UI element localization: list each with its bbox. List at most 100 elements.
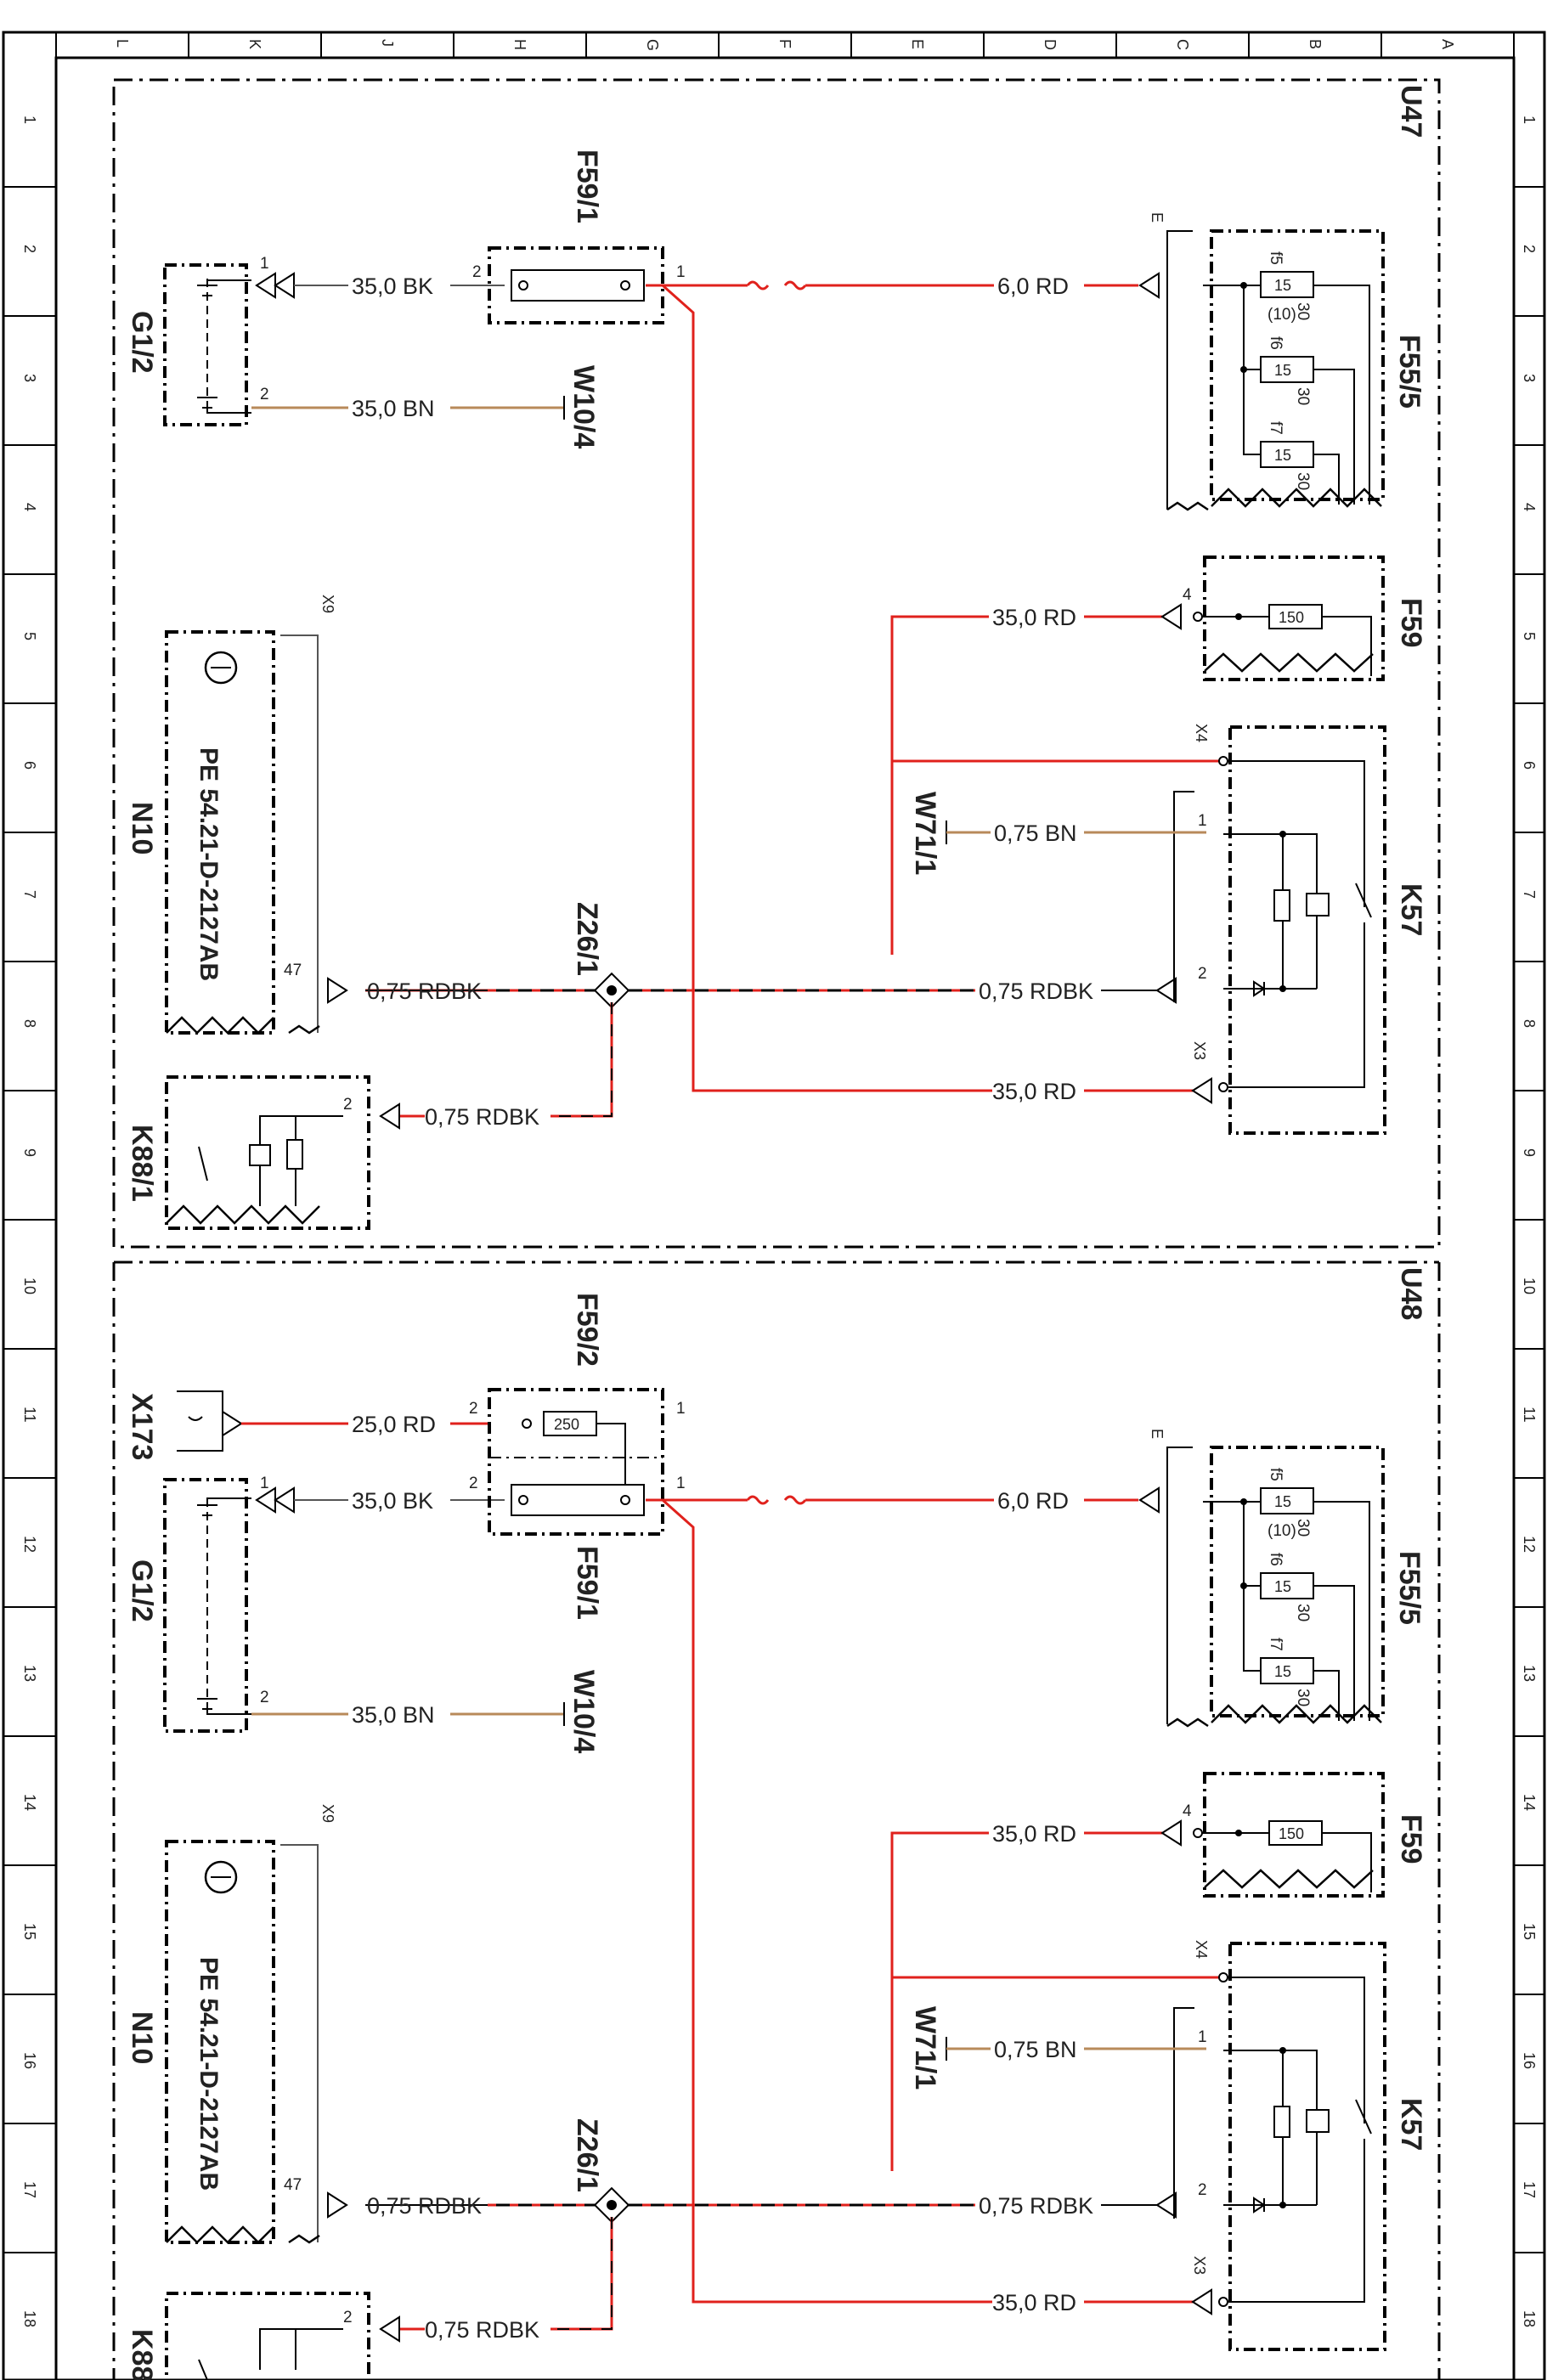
ruler-number: 1 [21, 116, 38, 124]
ruler-letter: L [114, 39, 131, 48]
wire-bat-pos: 35,0 BK [255, 1486, 505, 1514]
section-boundary [112, 78, 1441, 1249]
relay-k57: X4 X3 1 2 [1173, 1940, 1386, 2351]
wire-relay-gnd: 0,75 BN [946, 2037, 1206, 2062]
ruler-letter: D [1042, 39, 1059, 50]
ruler-number: 8 [1521, 1019, 1538, 1028]
wire-bat-neg: 35,0 BN [251, 396, 565, 421]
wire-fuse-out: 6,0 RD [646, 1486, 1160, 1514]
wire-label: 6,0 RD [997, 1488, 1069, 1514]
svg-text:X3: X3 [1191, 2256, 1208, 2275]
wire-rdbk-k88: 0,75 RDBK [379, 2315, 539, 2343]
ruler-number: 6 [21, 761, 38, 770]
component-label-fuse-main: F59/1 [571, 149, 603, 223]
svg-text:1: 1 [260, 255, 269, 273]
ruler-number: 15 [21, 1923, 38, 1940]
ruler-number: 6 [1521, 761, 1538, 770]
wire-label: 0,75 RDBK [979, 979, 1093, 1004]
ruler-number: 3 [1521, 374, 1538, 382]
wire-feed [662, 284, 992, 1092]
pe-note: PE 54.21-D-2127AB [195, 1957, 223, 2191]
ruler-number: 4 [21, 503, 38, 511]
svg-text:15: 15 [1274, 1493, 1291, 1510]
svg-text:47: 47 [284, 2176, 302, 2194]
ruler-number: 2 [21, 245, 38, 253]
ruler-number: 18 [1521, 2310, 1538, 2327]
sheet-frame [2, 31, 1546, 2380]
wire-label: 0,75 RDBK [367, 2193, 482, 2219]
ruler-number: 11 [21, 1407, 38, 1423]
svg-text:250: 250 [554, 1416, 579, 1433]
battery-symbol [197, 279, 251, 414]
ruler-letter: H [511, 39, 528, 50]
component-label-battery: G1/2 [126, 1559, 158, 1622]
connector-x173: 25,0 RD [177, 1390, 488, 1452]
svg-text:(10): (10) [1268, 306, 1296, 324]
svg-text:X3: X3 [1191, 1041, 1208, 1060]
ruler-number: 13 [21, 1665, 38, 1682]
svg-text:1: 1 [676, 1475, 686, 1492]
component-label-battery: G1/2 [126, 311, 158, 374]
ruler-number: 4 [1521, 503, 1538, 511]
wire-label: 0,75 RDBK [979, 2193, 1093, 2219]
ruler-number: 10 [1521, 1277, 1538, 1294]
svg-text:f7: f7 [1267, 1638, 1284, 1651]
component-label-control-unit: N10 [126, 802, 158, 854]
wire-bat-pos: 35,0 BK [255, 272, 505, 299]
ruler-number: 7 [21, 890, 38, 899]
pe-note: PE 54.21-D-2127AB [195, 747, 223, 981]
ruler-number: 9 [1521, 1148, 1538, 1157]
wire-label: 0,75 RDBK [425, 1104, 539, 1130]
ruler-number: 14 [1521, 1794, 1538, 1811]
ruler-letter: J [379, 39, 396, 47]
component-label-fuse-block: F55/5 [1393, 335, 1426, 409]
wire-f59-out: 35,0 RD [890, 603, 1223, 955]
svg-text:30: 30 [1294, 1689, 1312, 1706]
fuse-150: 150 4 [1183, 556, 1385, 681]
fuse-150: 150 4 [1183, 1772, 1385, 1898]
svg-text:15: 15 [1274, 277, 1291, 294]
wire-label: 35,0 BN [352, 1702, 435, 1728]
section-label: U47 [1395, 85, 1427, 138]
wire-bat-neg: 35,0 BN [251, 1702, 565, 1728]
ruler-letter: K [246, 39, 263, 49]
wire-relay-x3: 35,0 RD [992, 2288, 1212, 2315]
svg-text:1: 1 [260, 1475, 269, 1492]
ruler-letter: F [776, 39, 793, 48]
wire-fuse-out: 6,0 RD [646, 272, 1160, 299]
ruler-number: 2 [1521, 245, 1538, 253]
svg-text:1: 1 [1198, 2028, 1207, 2046]
svg-text:(10): (10) [1268, 1522, 1296, 1540]
section-u48: U48 25,0 RD X173 G1/2 1 2 [112, 1260, 1441, 2380]
svg-text:f6: f6 [1267, 336, 1284, 350]
wire-label: 35,0 RD [992, 605, 1076, 630]
svg-text:2: 2 [343, 2309, 353, 2326]
wire-label: 35,0 RD [992, 2290, 1076, 2315]
ruler-number: 15 [1521, 1923, 1538, 1940]
ruler-number: 14 [21, 1794, 38, 1811]
component-label-fuse-150: F59 [1395, 1814, 1427, 1864]
svg-text:X4: X4 [1193, 724, 1210, 742]
svg-text:X9: X9 [319, 1804, 336, 1823]
svg-text:2: 2 [260, 1689, 269, 1706]
svg-text:2: 2 [469, 1475, 478, 1492]
component-label-splice: Z26/1 [571, 2118, 603, 2192]
wire-label: 35,0 RD [992, 1079, 1076, 1104]
battery-symbol [197, 1497, 251, 1716]
svg-text:E: E [1149, 1429, 1166, 1439]
control-unit-n10: X9 47 PE 54.21-D-2127AB [165, 1804, 336, 2244]
wire-label: 6,0 RD [997, 274, 1069, 299]
component-label-ground: W10/4 [567, 365, 600, 448]
svg-text:150: 150 [1279, 1825, 1304, 1842]
section-label: U48 [1395, 1267, 1427, 1320]
wire-relay-gnd: 0,75 BN [946, 821, 1206, 846]
ruler-letter: A [1439, 39, 1456, 49]
wire-label: 0,75 RDBK [425, 2317, 539, 2343]
svg-text:30: 30 [1294, 472, 1312, 490]
ruler-number: 8 [21, 1019, 38, 1028]
relay-k88: 2 [165, 2292, 370, 2380]
battery-box [163, 263, 248, 426]
